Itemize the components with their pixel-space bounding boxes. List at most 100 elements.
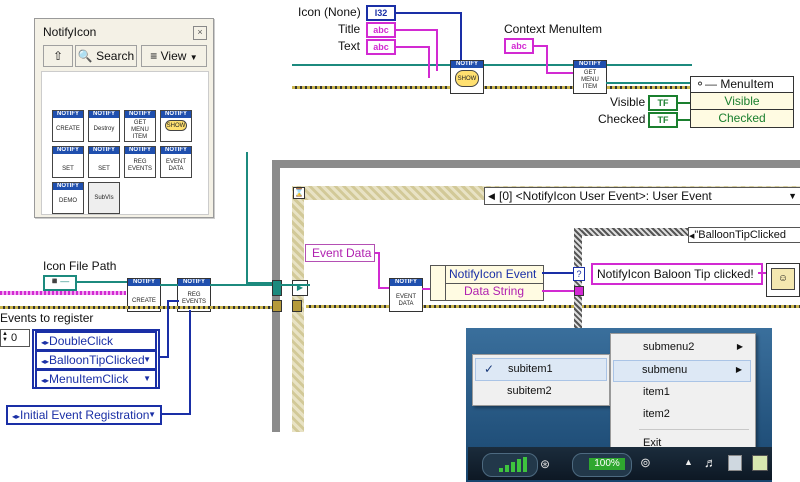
case-selector-terminal[interactable]: ? <box>573 267 585 281</box>
checked-bool-control[interactable]: TF <box>648 112 678 128</box>
palette-title: NotifyIcon <box>43 25 97 39</box>
initial-event-registration-enum[interactable]: ◂▸Initial Event Registration▼ <box>6 405 162 425</box>
search-icon: 🔍 <box>77 49 93 63</box>
close-icon[interactable]: × <box>193 26 207 40</box>
case-selector-label[interactable]: ◀"BalloonTipClicked <box>688 227 800 243</box>
event-enum-balloontipclicked[interactable]: ◂▸BalloonTipClicked▼ <box>35 350 157 370</box>
up-arrow-icon: ⇧ <box>52 49 64 63</box>
wire-icon <box>396 12 462 14</box>
chevron-down-icon: ▼ <box>143 374 151 383</box>
wire-icon-down <box>460 12 462 64</box>
case-structure-left <box>574 228 582 338</box>
wire-initial-reg <box>160 413 190 415</box>
title-string-control[interactable]: abc <box>366 22 396 38</box>
event-enum-doubleclick[interactable]: ◂▸DoubleClick <box>35 331 157 351</box>
wire-text-down <box>428 46 430 78</box>
events-to-register-label: Events to register <box>0 311 94 325</box>
power-plug-icon[interactable]: ⊚ <box>640 455 651 470</box>
menuitem-class-header: ⚬— MenuItem <box>691 77 793 93</box>
wire-top-green <box>292 64 692 66</box>
enum-arrows-icon: ◂▸ <box>41 357 50 366</box>
volume-icon[interactable]: ♬ <box>704 455 717 470</box>
icon-file-path-control[interactable]: ◾— <box>43 275 77 291</box>
wire-unbundle-string <box>542 290 576 292</box>
submenu-arrow-icon: ▶ <box>736 342 743 351</box>
wire-menuitem-ref <box>606 82 690 84</box>
wireless-icon[interactable]: ⊛ <box>540 457 551 471</box>
wire-events-array <box>160 356 168 358</box>
get-menu-item-node[interactable]: NOTIFY GET MENU ITEM <box>573 60 607 94</box>
unbundle-left-handle <box>431 266 446 300</box>
property-visible[interactable]: Visible <box>691 93 793 110</box>
visible-label: Visible <box>610 95 646 109</box>
menu-separator <box>639 429 749 430</box>
palette-view-button[interactable]: ≡ View ▼ <box>141 45 207 67</box>
event-data-terminal: Event Data <box>305 244 375 262</box>
wire-title-down <box>436 29 438 71</box>
wire-visible <box>678 102 690 104</box>
wire-event-data-down <box>378 252 380 288</box>
case-tunnel-string <box>574 286 584 296</box>
tunnel-error <box>292 300 302 312</box>
enum-arrows-icon: ◂▸ <box>41 376 50 385</box>
property-checked[interactable]: Checked <box>718 111 766 125</box>
hourglass-icon: ⌛ <box>293 187 305 199</box>
submenu-item-subitem1[interactable]: ✓ subitem1 <box>475 358 607 381</box>
palette-search-button[interactable]: 🔍 Search <box>75 45 137 67</box>
unbundle-node[interactable]: NotifyIcon Event Data String <box>430 265 544 301</box>
path-icon: ◾— <box>49 276 70 286</box>
signal-bars-icon[interactable] <box>482 453 538 477</box>
case-decrement-icon[interactable]: ◀ <box>488 191 495 201</box>
shift-register-top <box>272 280 282 296</box>
icon-none-label: Icon (None) <box>298 5 361 19</box>
icon-i32-constant[interactable]: I32 <box>366 5 396 21</box>
notify-tray-icon[interactable] <box>752 455 768 471</box>
icon-file-path-label: Icon File Path <box>43 259 117 273</box>
battery-level: 100% <box>589 458 625 470</box>
wire-events-up <box>167 300 169 358</box>
checked-label: Checked <box>598 112 646 126</box>
show-hidden-icon[interactable]: ▲ <box>684 457 693 467</box>
menu-item-item1[interactable]: item1 <box>643 386 670 398</box>
show-node[interactable]: NOTIFY SHOW <box>450 60 484 94</box>
submenu-item-subitem2[interactable]: subitem2 <box>507 385 552 397</box>
palette-subvis-folder-icon[interactable]: SubVIs <box>88 182 120 214</box>
shift-register-bottom <box>272 300 282 312</box>
context-string-control[interactable]: abc <box>504 38 534 54</box>
battery-indicator[interactable]: 100% <box>572 453 632 477</box>
menu-item-submenu2[interactable]: submenu2 ▶ <box>643 341 743 353</box>
message-string-constant[interactable]: NotifyIcon Baloon Tip clicked! <box>591 263 763 285</box>
palette-up-button[interactable]: ⇧ <box>43 45 73 67</box>
event-case-selector[interactable]: ◀ [0] <NotifyIcon User Event>: User Even… <box>484 187 800 205</box>
usb-icon[interactable] <box>728 455 742 471</box>
chevron-down-icon: ▼ <box>148 410 156 419</box>
wire-teal-inside <box>280 284 310 286</box>
event-enum-menuitemclick[interactable]: ◂▸MenuItemClick▼ <box>35 369 157 389</box>
menu-item-exit[interactable]: Exit <box>643 437 662 449</box>
case-dropdown-icon[interactable]: ▼ <box>788 191 797 201</box>
visible-bool-control[interactable]: TF <box>648 95 678 111</box>
menu-item-submenu[interactable]: submenu ▶ <box>613 360 751 382</box>
menu-item-item2[interactable]: item2 <box>643 408 670 420</box>
wire-event-data-in <box>378 287 390 289</box>
while-loop-top <box>272 160 800 168</box>
wire-checked <box>678 119 690 121</box>
one-button-dialog-node[interactable]: ☺ <box>766 263 800 297</box>
wire-event-data <box>375 252 379 254</box>
text-string-control[interactable]: abc <box>366 39 396 55</box>
menuitem-property-node[interactable]: ⚬— MenuItem Visible Checked <box>690 76 794 128</box>
chevron-down-icon: ▼ <box>189 53 198 62</box>
event-registration-terminal: ▶ <box>292 280 308 296</box>
event-data-node[interactable]: NOTIFY EVENT DATA <box>389 278 423 312</box>
index-display[interactable]: ▲▼ 0 <box>0 329 30 347</box>
